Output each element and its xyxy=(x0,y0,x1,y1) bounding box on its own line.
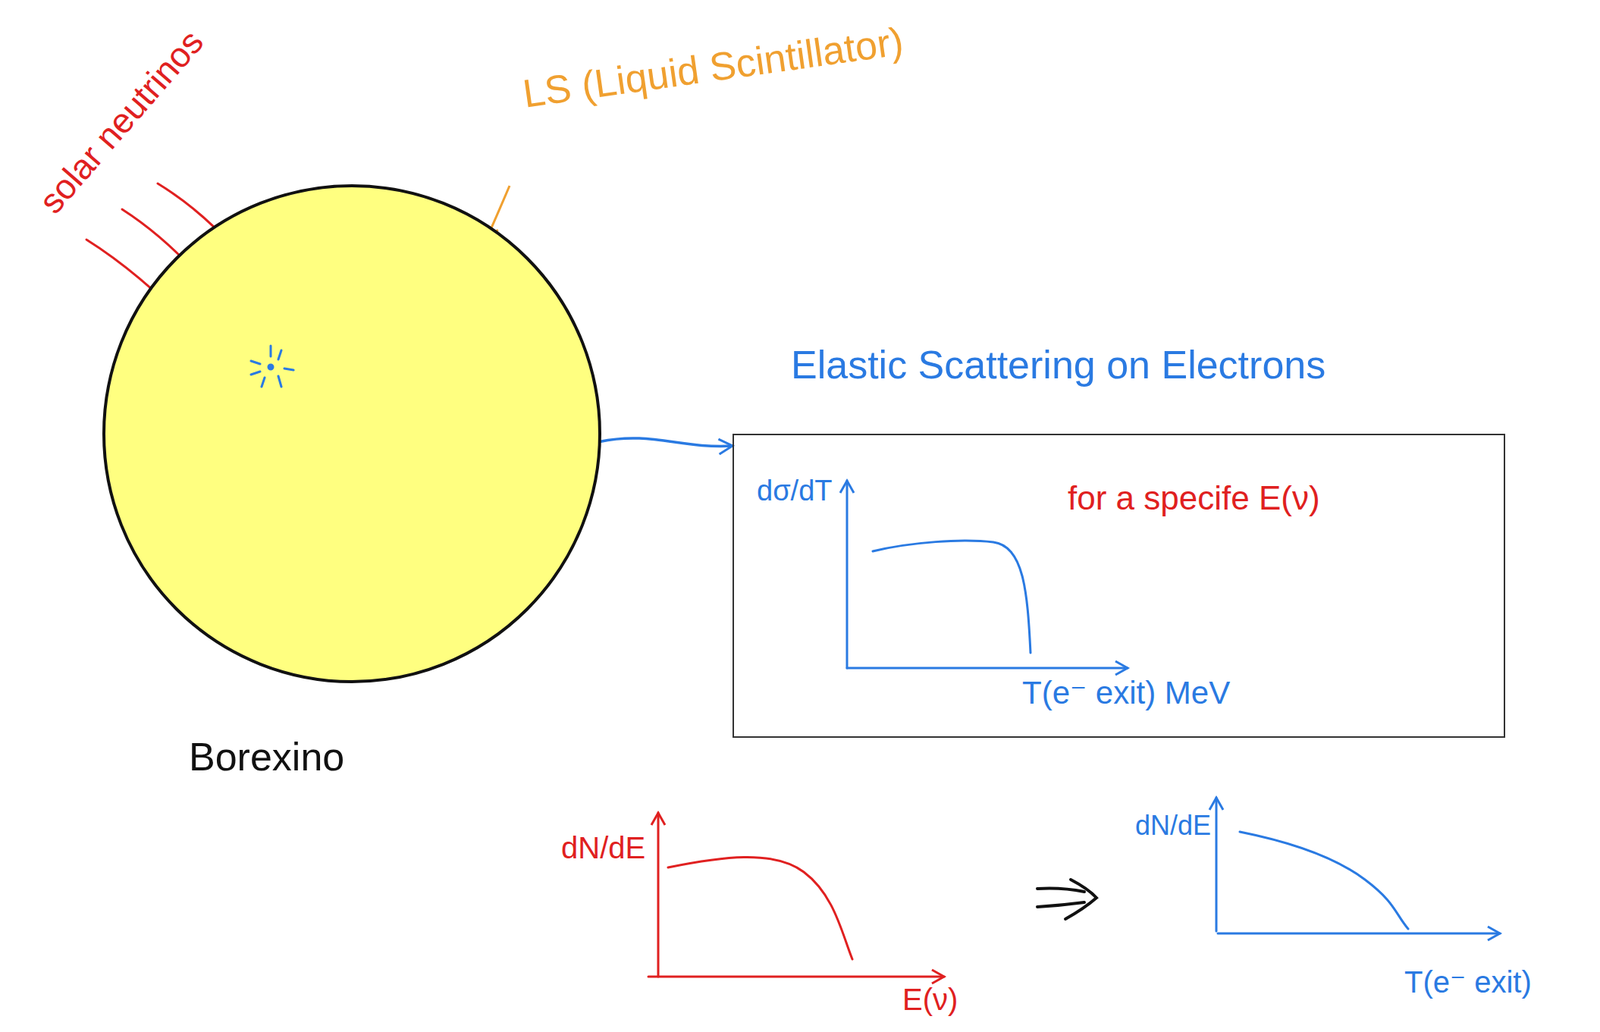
axis-label: E(ν) xyxy=(902,981,958,1017)
detector-sphere: Borexino xyxy=(101,183,603,684)
neutrino-spectrum-plot xyxy=(648,812,945,977)
axis-label: dN/dE xyxy=(561,830,646,866)
source-label: solar neutrinos xyxy=(31,21,212,221)
axis-label: dσ/dT xyxy=(756,474,833,509)
curve xyxy=(668,856,853,960)
connector-arrow xyxy=(599,438,733,447)
curve xyxy=(1239,831,1409,929)
axis xyxy=(648,975,945,979)
axis-label: dN/dE xyxy=(1135,809,1211,841)
part-label: LS (Liquid Scintillator) xyxy=(520,18,907,118)
axis xyxy=(1217,932,1500,935)
axis xyxy=(847,667,1128,670)
stroke xyxy=(1037,888,1085,893)
curve xyxy=(872,540,1031,653)
cross-section-box: dσ/dT for a specife E(ν) T(e⁻ exit) MeV xyxy=(732,433,1506,738)
axis xyxy=(1215,797,1218,932)
sphere-outline xyxy=(101,183,603,684)
stroke xyxy=(1037,902,1085,907)
stroke xyxy=(1065,879,1097,920)
electron-spectrum-plot xyxy=(1216,797,1500,934)
axis-label: T(e⁻ exit) xyxy=(1404,964,1532,1000)
detector-name: Borexino xyxy=(188,734,345,781)
note: for a specife E(ν) xyxy=(1067,479,1321,518)
axis-label: T(e⁻ exit) MeV xyxy=(1022,674,1230,712)
interaction-sparkle xyxy=(250,345,294,387)
edge-label: Elastic Scattering on Electrons xyxy=(790,342,1326,389)
axis xyxy=(657,812,660,977)
axis xyxy=(846,480,849,669)
implies-symbol xyxy=(1037,879,1097,920)
